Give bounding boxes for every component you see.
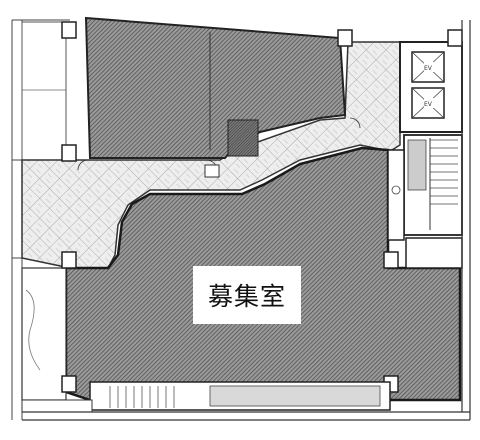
office-upper — [84, 16, 347, 159]
stair-icon — [403, 134, 463, 236]
lower-left-room — [21, 267, 67, 401]
elevator-2-label: EV — [424, 101, 433, 108]
service-core: EV EV — [399, 41, 463, 133]
structural-columns — [61, 21, 463, 393]
vacancy-label-box: 募集室 — [193, 266, 301, 324]
elevator-1-label: EV — [424, 65, 433, 72]
vacancy-label: 募集室 — [207, 282, 286, 311]
outdoor-strip — [21, 21, 67, 161]
toilet-icon — [387, 149, 463, 269]
entrance-area — [21, 381, 391, 413]
